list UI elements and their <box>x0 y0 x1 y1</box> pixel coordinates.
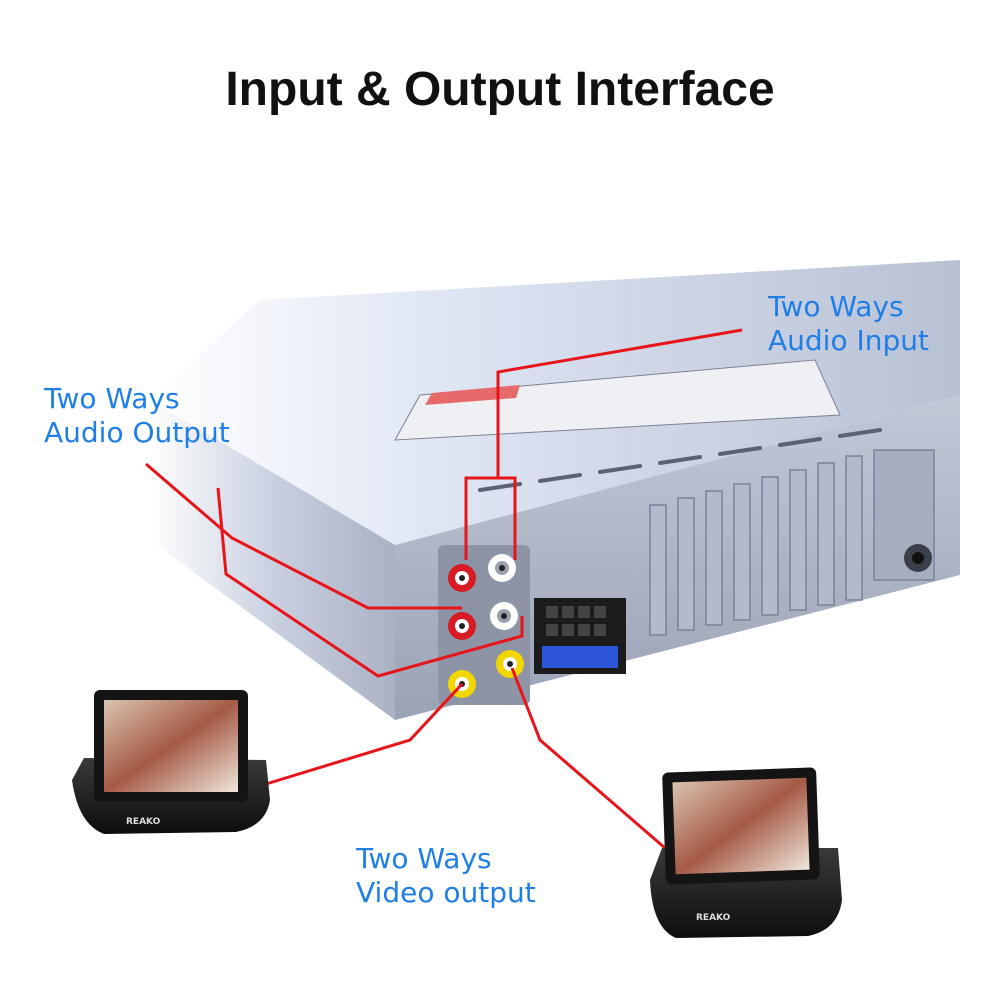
audio-output-label-line2: Audio Output <box>44 416 230 449</box>
monitor-right: REAKO <box>650 767 842 938</box>
video-output-label: Two Ways Video output <box>356 842 536 910</box>
audio-input-label: Two Ways Audio Input <box>768 290 929 358</box>
audio-output-jack-red <box>448 564 476 592</box>
audio-output-label-line1: Two Ways <box>44 382 180 415</box>
audio-output-wire-1 <box>145 462 462 610</box>
video-output-label-line2: Video output <box>356 876 536 909</box>
video-output-wire-2 <box>510 667 666 850</box>
audio-input-wire <box>464 328 743 560</box>
video-output-jack-2 <box>496 650 524 678</box>
audio-output-jack-red-2 <box>448 612 476 640</box>
video-output-wire-1 <box>265 682 464 786</box>
audio-output-wire-2 <box>216 487 524 678</box>
connection-wires <box>145 328 743 850</box>
iso-connector <box>534 598 626 674</box>
sticker-red-band <box>425 385 520 405</box>
audio-input-jack <box>488 554 516 582</box>
monitor-left-brand: REAKO <box>126 817 161 827</box>
audio-output-label: Two Ways Audio Output <box>44 382 230 450</box>
top-vents <box>478 428 882 492</box>
monitor-right-brand: REAKO <box>696 913 731 923</box>
rca-jack-panel <box>438 545 530 705</box>
page-title: Input & Output Interface <box>225 63 775 116</box>
video-output-label-line1: Two Ways <box>356 842 492 875</box>
warning-sticker <box>394 359 841 441</box>
audio-input-label-line1: Two Ways <box>768 290 904 323</box>
monitor-left: REAKO <box>72 690 270 834</box>
heatsink-fins <box>649 449 935 636</box>
audio-input-jack-2 <box>490 602 518 630</box>
audio-input-label-line2: Audio Input <box>768 324 929 357</box>
